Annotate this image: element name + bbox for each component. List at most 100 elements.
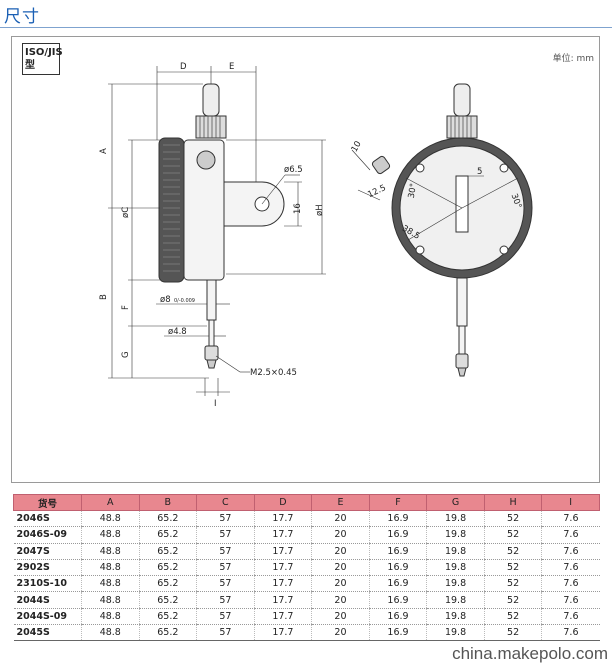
dim-front-30-left: 30° — [407, 183, 419, 200]
stem — [206, 279, 217, 321]
dim-front-10: 10 — [350, 140, 364, 154]
dim-front-30-right: 30° — [509, 192, 524, 210]
cell-G: 19.8 — [426, 559, 485, 577]
contact-tip — [204, 345, 219, 361]
cell-G: 19.8 — [426, 608, 485, 626]
cell-A: 48.8 — [81, 526, 140, 544]
col-header-E: E — [311, 494, 370, 511]
col-header-G: G — [426, 494, 485, 511]
table-row: 2044S 48.8 65.2 57 17.7 20 16.9 19.8 52 … — [13, 591, 600, 609]
cell-C: 57 — [196, 543, 255, 560]
front-stem-cap — [453, 83, 471, 117]
cell-B: 65.2 — [138, 575, 197, 593]
cell-F: 16.9 — [368, 543, 427, 560]
col-header-model: 货号 — [13, 494, 82, 511]
front-stem — [456, 277, 468, 327]
cell-I: 7.6 — [541, 591, 600, 609]
front-contact-point — [457, 367, 467, 377]
cell-F: 16.9 — [368, 591, 427, 609]
table-row: 2045S 48.8 65.2 57 17.7 20 16.9 19.8 52 … — [13, 624, 600, 642]
cell-E: 20 — [311, 575, 370, 593]
front-knurled-collar — [446, 115, 478, 139]
cell-G: 19.8 — [426, 543, 485, 560]
table-row: 2046S 48.8 65.2 57 17.7 20 16.9 19.8 52 … — [13, 510, 600, 528]
cell-B: 65.2 — [138, 559, 197, 577]
dim-tip: ø4.8 — [168, 327, 187, 337]
dim-G: G — [121, 351, 131, 358]
side-view — [158, 83, 285, 369]
spec-header-row: 货号 A B C D E F G H I — [13, 494, 600, 511]
cell-model: 2044S — [13, 591, 82, 609]
col-header-A: A — [81, 494, 140, 511]
cell-A: 48.8 — [81, 559, 140, 577]
cell-E: 20 — [311, 526, 370, 544]
dim-I: I — [214, 399, 217, 409]
type-badge-line1: ISO/JIS — [25, 47, 63, 58]
dim-front-12-5: 12.5 — [366, 183, 387, 200]
cell-C: 57 — [196, 575, 255, 593]
table-row: 2310S-10 48.8 65.2 57 17.7 20 16.9 19.8 … — [13, 575, 600, 593]
cell-A: 48.8 — [81, 624, 140, 642]
drawing-frame — [11, 36, 600, 483]
dim-A: A — [99, 148, 109, 154]
cell-I: 7.6 — [541, 608, 600, 626]
cell-I: 7.6 — [541, 510, 600, 528]
cell-E: 20 — [311, 624, 370, 642]
cell-A: 48.8 — [81, 575, 140, 593]
screw-bottom-left — [415, 245, 425, 255]
cell-D: 17.7 — [253, 510, 312, 528]
back-lug — [223, 181, 285, 227]
title-divider — [0, 27, 612, 28]
cell-H: 52 — [483, 624, 542, 642]
screw-bottom-right — [499, 245, 509, 255]
cell-D: 17.7 — [253, 575, 312, 593]
dim-E: E — [229, 62, 234, 72]
cell-H: 52 — [483, 543, 542, 560]
type-badge-line2: 型 — [25, 60, 35, 71]
screw-top-right — [499, 163, 509, 173]
cell-E: 20 — [311, 559, 370, 577]
table-row: 2902S 48.8 65.2 57 17.7 20 16.9 19.8 52 … — [13, 559, 600, 577]
dim-lug: 16 — [293, 203, 303, 214]
cell-model: 2046S — [13, 510, 82, 528]
cell-A: 48.8 — [81, 591, 140, 609]
unit-note: 单位: mm — [552, 54, 594, 64]
cell-I: 7.6 — [541, 526, 600, 544]
cell-F: 16.9 — [368, 559, 427, 577]
cell-B: 65.2 — [138, 624, 197, 642]
dim-D: D — [180, 62, 187, 72]
cell-A: 48.8 — [81, 510, 140, 528]
cell-C: 57 — [196, 510, 255, 528]
side-dimensions — [108, 66, 326, 396]
cell-H: 52 — [483, 526, 542, 544]
cell-F: 16.9 — [368, 608, 427, 626]
stem-cap — [202, 83, 220, 117]
cell-H: 52 — [483, 510, 542, 528]
cell-I: 7.6 — [541, 543, 600, 560]
dim-C: øC — [121, 207, 131, 218]
cell-C: 57 — [196, 624, 255, 642]
cell-model: 2047S — [13, 543, 82, 560]
cell-D: 17.7 — [253, 591, 312, 609]
cell-D: 17.7 — [253, 624, 312, 642]
cell-D: 17.7 — [253, 608, 312, 626]
dim-stem-tolerance: 0/-0.009 — [174, 298, 195, 304]
col-header-H: H — [483, 494, 543, 511]
dim-front-5: 5 — [477, 167, 482, 177]
cell-G: 19.8 — [426, 510, 485, 528]
cell-F: 16.9 — [368, 510, 427, 528]
cell-G: 19.8 — [426, 624, 485, 642]
bezel-ring — [158, 137, 185, 283]
table-row: 2046S-09 48.8 65.2 57 17.7 20 16.9 19.8 … — [13, 526, 600, 544]
cell-D: 17.7 — [253, 543, 312, 560]
cell-G: 19.8 — [426, 591, 485, 609]
cell-E: 20 — [311, 510, 370, 528]
cell-model: 2044S-09 — [13, 608, 82, 626]
col-header-I: I — [541, 494, 600, 511]
cell-D: 17.7 — [253, 559, 312, 577]
col-header-C: C — [196, 494, 255, 511]
cell-C: 57 — [196, 559, 255, 577]
screw-top-left — [415, 163, 425, 173]
front-dimensions — [351, 149, 519, 241]
dim-hole: ø6.5 — [284, 165, 303, 175]
